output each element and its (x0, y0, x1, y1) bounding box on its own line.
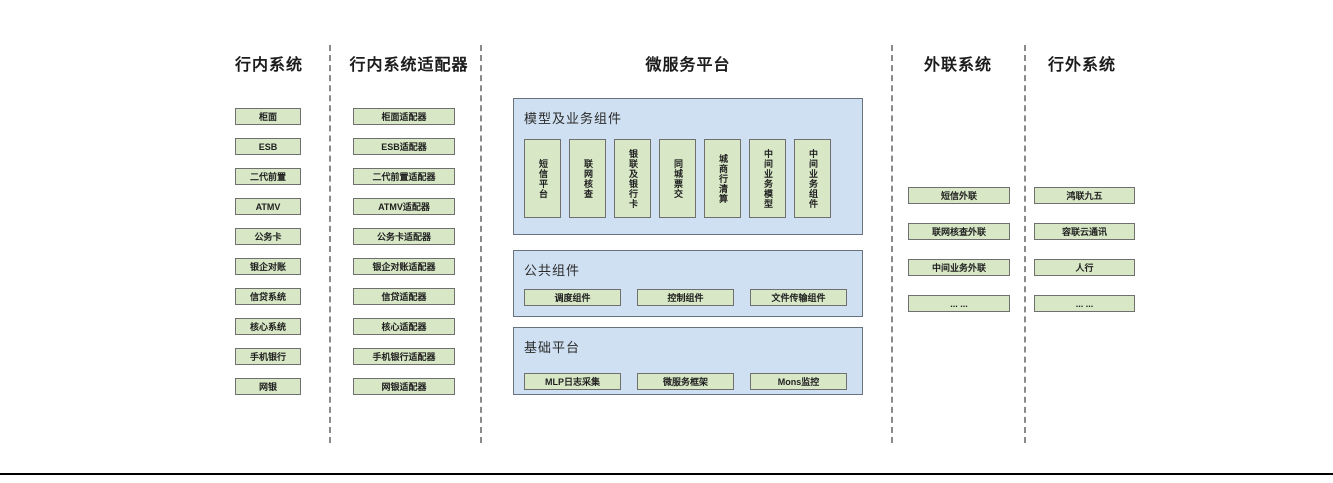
bottom-border-line (0, 473, 1333, 475)
group-model-business-components: 模型及业务组件 短信平台联网核查银联及银行卡同城票交城商行清算中间业务模型中间业… (513, 98, 863, 235)
public-component-node: 文件传输组件 (750, 289, 847, 306)
internal-system-node: 银企对账 (235, 258, 301, 275)
header-external-systems: 行外系统 (1047, 57, 1117, 74)
business-component-node: 短信平台 (524, 139, 561, 218)
adapter-node: ESB适配器 (353, 138, 455, 155)
base-platform-node: Mons监控 (750, 373, 847, 390)
internal-adapters-list: 柜面适配器 ESB适配器二代前置适配器 ATMV适配器公务卡适配器银企对账适配器信贷… (353, 108, 455, 395)
outreach-system-node: 中间业务外联 (908, 259, 1010, 276)
adapter-node: ATMV适配器 (353, 198, 455, 215)
internal-system-node: 网银 (235, 378, 301, 395)
outreach-system-node: 短信外联 (908, 187, 1010, 204)
internal-system-node: 二代前置 (235, 168, 301, 185)
internal-system-node: 公务卡 (235, 228, 301, 245)
column-separator (891, 45, 893, 443)
adapter-node: 银企对账适配器 (353, 258, 455, 275)
column-separator (1024, 45, 1026, 443)
internal-system-node: 核心系统 (235, 318, 301, 335)
public-component-node: 调度组件 (524, 289, 621, 306)
base-platform-node: MLP日志采集 (524, 373, 621, 390)
outreach-system-node: 联网核查外联 (908, 223, 1010, 240)
external-system-node: 人行 (1034, 259, 1135, 276)
base-platform-node: 微服务框架 (637, 373, 734, 390)
adapter-node: 二代前置适配器 (353, 168, 455, 185)
adapter-node: 柜面适配器 (353, 108, 455, 125)
business-component-node: 联网核查 (569, 139, 606, 218)
internal-systems-list: 柜面 ESB 二代前置 ATMV 公务卡银企对账信贷系统核心系统手机银行网银 (235, 108, 301, 395)
adapter-node: 核心适配器 (353, 318, 455, 335)
header-outreach-systems: 外联系统 (923, 57, 993, 74)
external-systems-list: 鸿联九五容联云通讯人行 ... ... (1034, 187, 1135, 312)
header-microservice-platform: 微服务平台 (645, 57, 731, 74)
column-separator (480, 45, 482, 443)
adapter-node: 信贷适配器 (353, 288, 455, 305)
base-platform-list: MLP日志采集微服务框架 Mons监控 (524, 373, 847, 390)
business-component-node: 中间业务组件 (794, 139, 831, 218)
column-separator (329, 45, 331, 443)
internal-system-node: 信贷系统 (235, 288, 301, 305)
adapter-node: 网银适配器 (353, 378, 455, 395)
external-system-node: ... ... (1034, 295, 1135, 312)
outreach-systems-list: 短信外联联网核查外联中间业务外联 ... ... (908, 187, 1010, 312)
outreach-system-node: ... ... (908, 295, 1010, 312)
internal-system-node: 柜面 (235, 108, 301, 125)
internal-system-node: ATMV (235, 198, 301, 215)
adapter-node: 手机银行适配器 (353, 348, 455, 365)
group-public-components: 公共组件 调度组件控制组件文件传输组件 (513, 250, 863, 317)
adapter-node: 公务卡适配器 (353, 228, 455, 245)
internal-system-node: 手机银行 (235, 348, 301, 365)
business-component-node: 中间业务模型 (749, 139, 786, 218)
business-component-node: 银联及银行卡 (614, 139, 651, 218)
group-label: 公共组件 (524, 263, 581, 278)
header-internal-systems: 行内系统 (234, 57, 304, 74)
external-system-node: 容联云通讯 (1034, 223, 1135, 240)
business-component-node: 同城票交 (659, 139, 696, 218)
model-components-list: 短信平台联网核查银联及银行卡同城票交城商行清算中间业务模型中间业务组件 (524, 139, 831, 218)
public-component-node: 控制组件 (637, 289, 734, 306)
group-base-platform: 基础平台 MLP日志采集微服务框架 Mons监控 (513, 327, 863, 395)
public-components-list: 调度组件控制组件文件传输组件 (524, 289, 847, 306)
business-component-node: 城商行清算 (704, 139, 741, 218)
group-label: 基础平台 (524, 340, 581, 355)
group-label: 模型及业务组件 (524, 111, 623, 126)
internal-system-node: ESB (235, 138, 301, 155)
header-internal-adapters: 行内系统适配器 (349, 57, 469, 74)
external-system-node: 鸿联九五 (1034, 187, 1135, 204)
